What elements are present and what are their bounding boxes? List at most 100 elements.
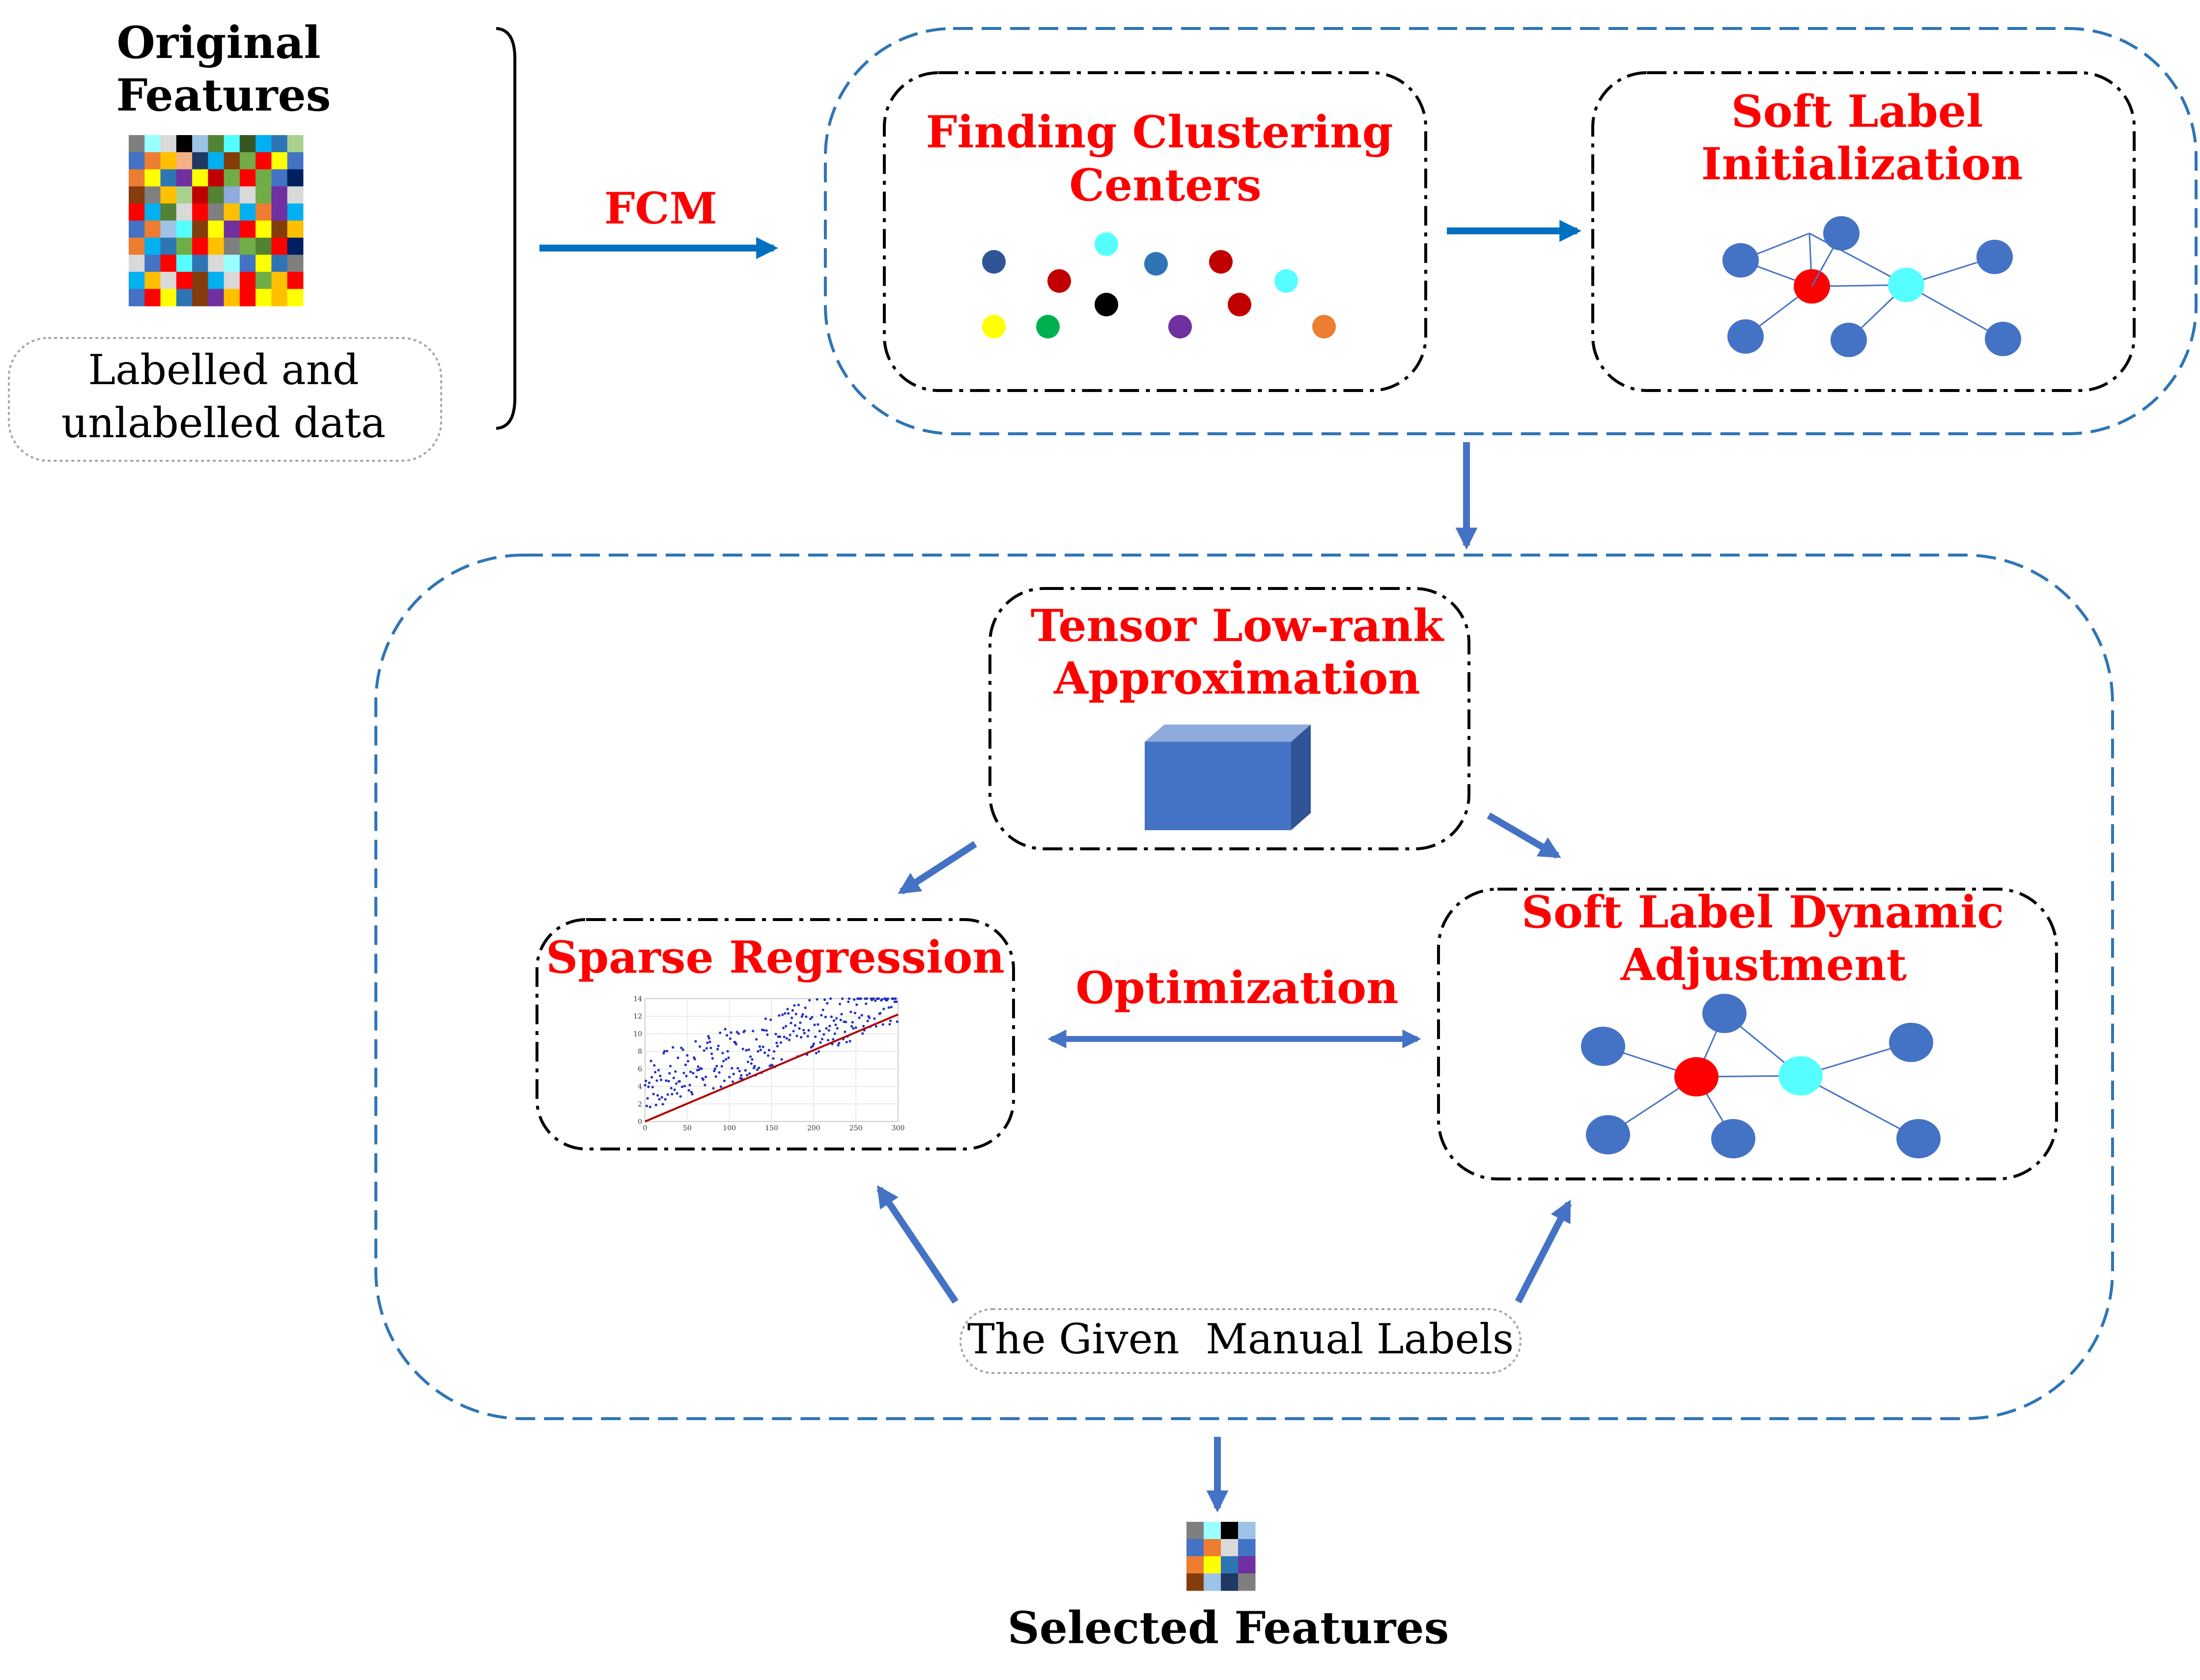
scatter-point <box>827 1029 830 1032</box>
chart-xtick-label: 200 <box>807 1124 820 1132</box>
scatter-point <box>860 1014 863 1017</box>
scatter-point <box>821 1008 824 1011</box>
feature-cell <box>160 254 177 272</box>
feature-cell <box>287 152 304 170</box>
selected-feature-cell <box>1221 1522 1239 1540</box>
scatter-point <box>672 1076 675 1079</box>
scatter-point <box>690 1091 693 1093</box>
scatter-point <box>649 1105 651 1108</box>
scatter-point <box>816 998 818 1001</box>
feature-cell <box>255 186 272 204</box>
scatter-point <box>707 1035 710 1038</box>
selected-feature-cell <box>1204 1539 1221 1557</box>
scatter-point <box>879 1012 882 1015</box>
scatter-point <box>800 1015 803 1018</box>
feature-cell <box>239 221 256 238</box>
feature-cell <box>144 203 161 221</box>
scatter-point <box>888 1023 891 1026</box>
feature-cell <box>255 272 272 289</box>
scatter-point <box>734 1043 737 1046</box>
feature-cell <box>224 203 240 221</box>
feature-cell <box>239 289 256 307</box>
scatter-point <box>836 1027 839 1030</box>
scatter-point <box>683 1085 686 1088</box>
feature-cell <box>160 272 177 289</box>
chart-ytick-label: 8 <box>638 1048 642 1056</box>
scatter-point <box>780 1058 783 1061</box>
scatter-point <box>832 1019 836 1022</box>
scatter-point <box>745 1049 748 1052</box>
feature-cell <box>271 254 288 272</box>
cluster-point <box>1274 269 1298 293</box>
scatter-point <box>695 1075 698 1078</box>
scatter-point <box>724 1028 727 1031</box>
feature-cell <box>239 254 256 272</box>
scatter-point <box>785 1025 788 1028</box>
cluster-point <box>1144 252 1168 276</box>
feature-cell <box>129 152 145 170</box>
scatter-point <box>833 1032 836 1035</box>
scatter-point <box>715 1064 718 1067</box>
scatter-point <box>649 1060 652 1063</box>
scatter-point <box>725 1034 729 1037</box>
scatter-point <box>820 1037 824 1040</box>
feature-cell <box>239 203 256 221</box>
feature-cell <box>271 186 288 204</box>
scatter-point <box>728 1075 731 1079</box>
scatter-point <box>655 1079 658 1082</box>
scatter-point <box>707 1037 711 1040</box>
scatter-point <box>662 1052 665 1055</box>
feature-cell <box>271 169 288 187</box>
scatter-point <box>837 1044 840 1047</box>
scatter-point <box>746 1061 750 1064</box>
scatter-point <box>705 1047 708 1050</box>
scatter-point <box>657 1069 660 1072</box>
fcm-label: FCM <box>604 183 717 234</box>
optimization-label: Optimization <box>1075 962 1398 1014</box>
feature-cell <box>144 221 161 238</box>
chart-ytick-label: 6 <box>638 1065 642 1073</box>
soft-label-init-box <box>1591 71 2136 392</box>
scatter-point <box>702 1078 705 1081</box>
feature-cell <box>192 272 208 289</box>
feature-cell <box>160 237 177 255</box>
scatter-point <box>700 1067 703 1070</box>
scatter-point <box>823 998 826 1001</box>
tensor-title-line2: Approximation <box>1053 652 1420 704</box>
scatter-point <box>644 1084 647 1087</box>
feature-cell <box>129 203 145 221</box>
clustering-centers-title-line1: Finding Clustering <box>926 106 1393 158</box>
feature-cell <box>144 186 161 204</box>
scatter-point <box>825 1027 828 1030</box>
scatter-point <box>759 1048 762 1051</box>
scatter-point <box>698 1045 702 1048</box>
scatter-point <box>678 1080 681 1083</box>
scatter-point <box>779 1041 782 1044</box>
scatter-point <box>874 999 877 1002</box>
original-features-grid <box>129 135 304 307</box>
feature-cell <box>176 186 193 204</box>
scatter-point <box>718 1071 721 1074</box>
scatter-point <box>839 1018 842 1021</box>
scatter-point <box>808 999 811 1002</box>
scatter-point <box>751 1058 754 1061</box>
feature-cell <box>239 186 256 204</box>
feature-cell <box>144 135 161 153</box>
cluster-point <box>1312 315 1336 338</box>
scatter-point <box>872 997 875 1000</box>
input-data-label-line2: unlabelled data <box>61 399 386 447</box>
scatter-point <box>694 1040 697 1043</box>
selected-feature-cell <box>1204 1573 1221 1591</box>
scatter-point <box>852 1027 855 1030</box>
scatter-point <box>666 1050 669 1053</box>
selected-feature-cell <box>1186 1522 1204 1540</box>
feature-cell <box>176 203 193 221</box>
labels-to-softlabel-arrow <box>1515 1200 1572 1304</box>
scatter-point <box>645 1079 648 1082</box>
selected-feature-cell <box>1221 1539 1239 1557</box>
scatter-point <box>802 1029 805 1032</box>
scatter-point <box>882 1008 885 1010</box>
scatter-point <box>782 1026 785 1030</box>
feature-cell <box>224 186 240 204</box>
scatter-point <box>853 998 856 1001</box>
